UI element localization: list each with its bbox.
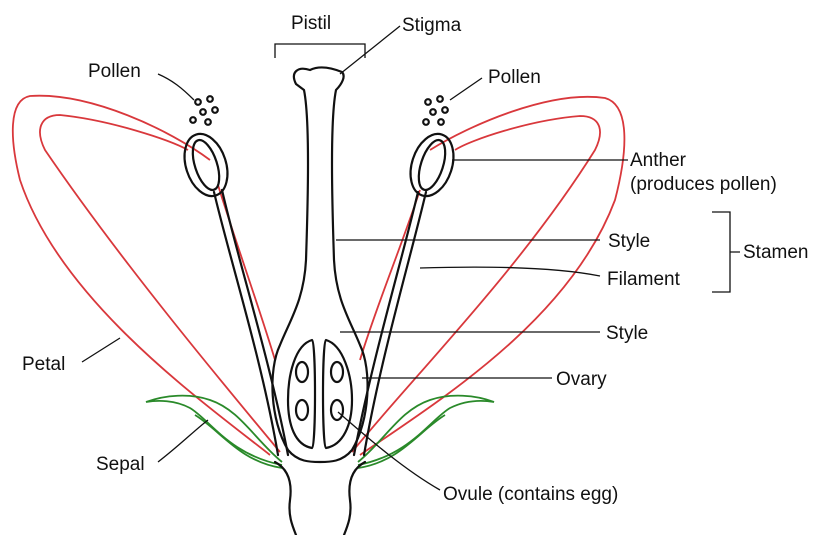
pistil bbox=[272, 67, 367, 462]
label-stamen: Stamen bbox=[743, 242, 808, 263]
petals bbox=[13, 96, 625, 455]
ovule-3 bbox=[331, 362, 343, 382]
ovary-left-chamber bbox=[288, 340, 315, 448]
pistil-bracket bbox=[275, 44, 365, 58]
label-ovary: Ovary bbox=[556, 369, 607, 390]
ovule-2 bbox=[296, 400, 308, 420]
stamen-bracket bbox=[712, 212, 740, 292]
label-pistil: Pistil bbox=[291, 13, 331, 34]
receptacle-left bbox=[275, 462, 296, 535]
receptacle-right bbox=[344, 462, 365, 535]
label-ovule: Ovule (contains egg) bbox=[443, 484, 618, 505]
left-anther bbox=[177, 128, 235, 201]
left-petal-outer bbox=[13, 96, 270, 455]
label-stigma: Stigma bbox=[402, 15, 462, 36]
label-pollen-left: Pollen bbox=[88, 61, 141, 82]
label-anther-note: (produces pollen) bbox=[630, 174, 777, 195]
ovule-4 bbox=[331, 400, 343, 420]
stigma-leader bbox=[340, 26, 400, 74]
labels: Pistil Stigma Pollen Pollen Anther (prod… bbox=[22, 13, 808, 505]
pollen-grains-right bbox=[423, 96, 448, 125]
label-style-lower: Style bbox=[606, 323, 648, 344]
label-pollen-right: Pollen bbox=[488, 67, 541, 88]
label-anther: Anther bbox=[630, 150, 687, 171]
left-filament bbox=[214, 190, 288, 455]
ovule-1 bbox=[296, 362, 308, 382]
ovary-right-chamber bbox=[323, 340, 352, 448]
stamen-left bbox=[177, 128, 288, 455]
label-sepal: Sepal bbox=[96, 454, 145, 475]
petal-leader bbox=[82, 338, 120, 362]
pollen-right-leader bbox=[450, 78, 482, 100]
pollen-left-leader bbox=[158, 74, 194, 100]
label-petal: Petal bbox=[22, 354, 65, 375]
right-anther bbox=[403, 128, 461, 201]
sepal-leader bbox=[158, 420, 208, 462]
stamen-right bbox=[354, 128, 461, 455]
sepals bbox=[146, 396, 494, 468]
pollen-grains-left bbox=[190, 96, 218, 125]
receptacle bbox=[275, 462, 365, 535]
label-filament: Filament bbox=[607, 269, 681, 290]
pistil-outline bbox=[272, 67, 367, 462]
label-style-upper: Style bbox=[608, 231, 650, 252]
